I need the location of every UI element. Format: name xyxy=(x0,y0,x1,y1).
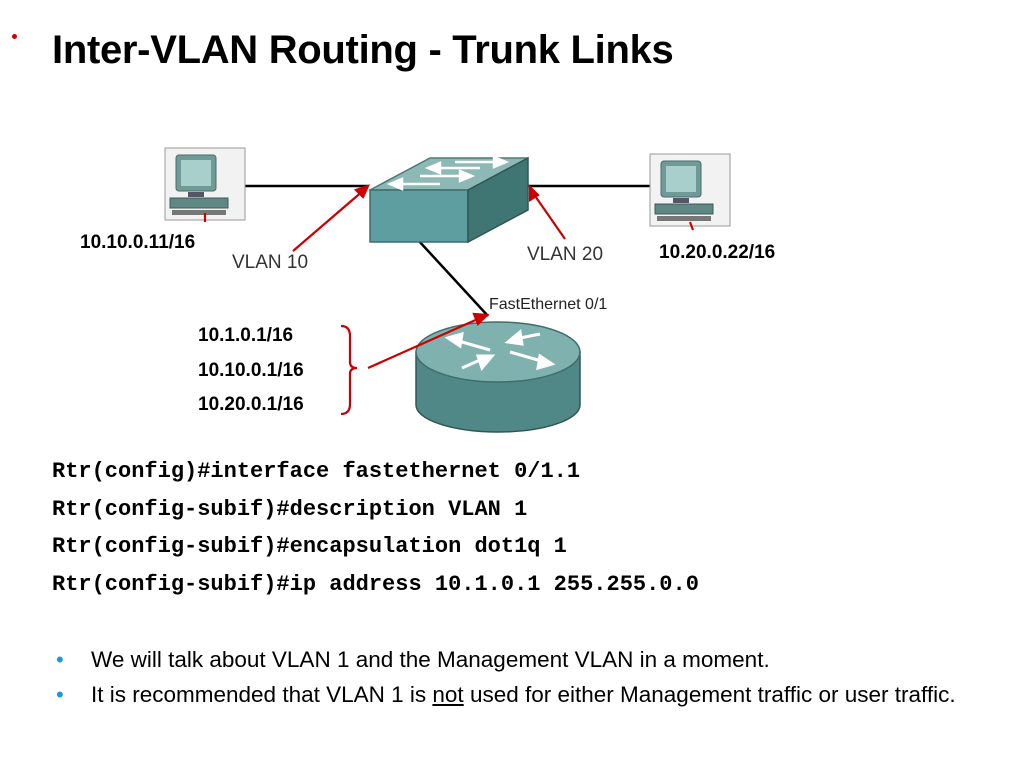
cli-code-block: Rtr(config)#interface fastethernet 0/1.1… xyxy=(52,458,699,608)
bullet-item: • We will talk about VLAN 1 and the Mana… xyxy=(52,646,982,674)
pc-right-icon xyxy=(649,153,731,227)
bullet-emphasis: not xyxy=(432,682,464,707)
router-ip-2: 10.10.0.1/16 xyxy=(198,360,304,381)
code-line: Rtr(config)#interface fastethernet 0/1.1 xyxy=(52,459,581,484)
network-diagram xyxy=(164,147,731,433)
pc-left-ip: 10.10.0.11/16 xyxy=(80,232,196,253)
router-ip-1: 10.1.0.1/16 xyxy=(198,325,294,346)
router-port-label: FastEthernet 0/1 xyxy=(489,296,608,313)
corner-dot xyxy=(12,34,17,39)
vlan-right-label: VLAN 20 xyxy=(527,244,604,265)
code-line: Rtr(config-subif)#encapsulation dot1q 1 xyxy=(52,534,567,559)
vlan-left-label: VLAN 10 xyxy=(232,252,309,273)
bullet-text-post: used for either Management traffic or us… xyxy=(463,682,956,707)
bullet-item: • It is recommended that VLAN 1 is not u… xyxy=(52,681,982,709)
switch-icon xyxy=(369,155,529,244)
bullet-dot-icon: • xyxy=(56,647,64,672)
bullet-text: We will talk about VLAN 1 and the Manage… xyxy=(91,647,770,672)
bullet-dot-icon: • xyxy=(56,682,64,707)
trunk-cable xyxy=(417,239,489,317)
bullet-list: • We will talk about VLAN 1 and the Mana… xyxy=(52,646,982,716)
code-line: Rtr(config-subif)#description VLAN 1 xyxy=(52,496,528,522)
annotation-arrows xyxy=(203,184,695,370)
ip-bracket xyxy=(340,324,358,416)
bullet-text-pre: It is recommended that VLAN 1 is xyxy=(91,682,433,707)
pc-right-ip: 10.20.0.22/16 xyxy=(659,242,776,263)
slide-title: Inter-VLAN Routing - Trunk Links xyxy=(52,28,674,72)
router-ip-3: 10.20.0.1/16 xyxy=(198,394,304,415)
code-line: Rtr(config-subif)#ip address 10.1.0.1 25… xyxy=(52,571,699,597)
pc-left-icon xyxy=(164,147,246,221)
router-icon xyxy=(415,321,581,433)
